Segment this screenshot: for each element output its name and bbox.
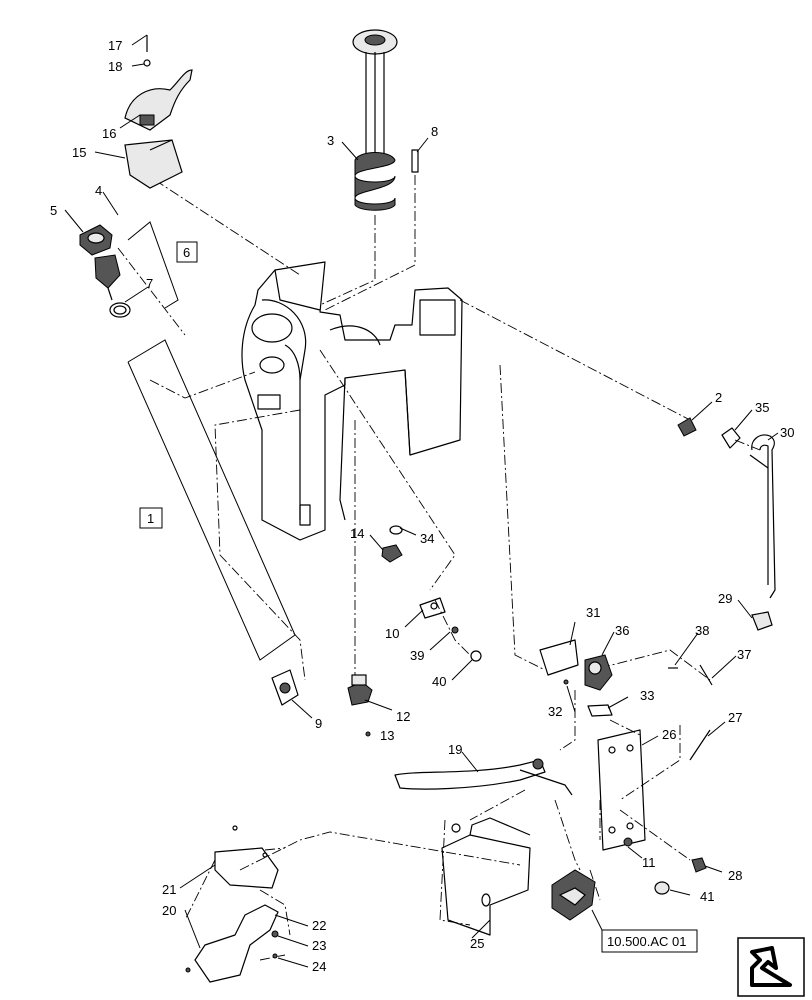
callout-33[interactable]: 33	[640, 688, 654, 703]
bolt-11-part	[623, 837, 633, 847]
nuts-28-41-part	[654, 857, 707, 895]
callout-41[interactable]: 41	[700, 889, 714, 904]
callout-24[interactable]: 24	[312, 959, 326, 974]
callout-26[interactable]: 26	[662, 727, 676, 742]
callout-39[interactable]: 39	[410, 648, 424, 663]
handle-part	[124, 35, 193, 131]
callout-34[interactable]: 34	[420, 531, 434, 546]
callout-13[interactable]: 13	[380, 728, 394, 743]
bracket-10-part	[419, 597, 482, 662]
bracket-20-part	[185, 904, 279, 983]
callout-6[interactable]: 6	[183, 245, 190, 260]
strap-33-part	[587, 704, 613, 717]
spring-shaft-part	[352, 29, 398, 211]
reference-box	[601, 929, 698, 953]
arrow-icon[interactable]	[737, 937, 805, 997]
callout-2[interactable]: 2	[715, 390, 722, 405]
callout-1[interactable]: 1	[147, 511, 154, 526]
callout-37[interactable]: 37	[737, 647, 751, 662]
block-part	[124, 139, 183, 189]
callout-14[interactable]: 14	[350, 526, 364, 541]
cover-25-part	[441, 817, 531, 936]
callout-12[interactable]: 12	[396, 709, 410, 724]
group-bracket-1	[127, 339, 296, 661]
callout-4[interactable]: 4	[95, 183, 102, 198]
callout-27[interactable]: 27	[728, 710, 742, 725]
leader-lines	[64, 34, 779, 968]
small-spring-part	[677, 417, 697, 437]
callout-31[interactable]: 31	[586, 605, 600, 620]
plate-9-part	[271, 669, 299, 706]
callout-28[interactable]: 28	[728, 868, 742, 883]
callout-29[interactable]: 29	[718, 591, 732, 606]
linkage-arm-part	[394, 758, 573, 796]
tube-part	[749, 434, 776, 631]
callout-20[interactable]: 20	[162, 903, 176, 918]
callout-box-1	[139, 507, 163, 529]
group-bracket-6	[127, 221, 179, 309]
callout-5[interactable]: 5	[50, 203, 57, 218]
callout-40[interactable]: 40	[432, 674, 446, 689]
callout-11[interactable]: 11	[642, 855, 656, 870]
callout-35[interactable]: 35	[755, 400, 769, 415]
callout-3[interactable]: 3	[327, 133, 334, 148]
callout-15[interactable]: 15	[72, 145, 86, 160]
callout-17[interactable]: 17	[108, 38, 122, 53]
callout-25[interactable]: 25	[470, 936, 484, 951]
reference-label[interactable]: 10.500.AC 01	[607, 934, 687, 949]
mounting-plate-part	[597, 729, 711, 851]
callout-30[interactable]: 30	[780, 425, 794, 440]
callout-22[interactable]: 22	[312, 918, 326, 933]
knob-part	[79, 224, 131, 318]
callout-16[interactable]: 16	[102, 126, 116, 141]
valve-bracket-part	[539, 639, 713, 691]
switch-part	[347, 674, 373, 737]
callout-18[interactable]: 18	[108, 59, 122, 74]
callout-19[interactable]: 19	[448, 742, 462, 757]
callout-box-6	[176, 241, 198, 263]
callout-labels: 17 18 16 15 4 5 6 7 3 8 1 2 35 30 14 34 …	[50, 38, 794, 974]
bracket-21-part	[214, 825, 279, 889]
callout-32[interactable]: 32	[548, 704, 562, 719]
callout-9[interactable]: 9	[315, 716, 322, 731]
console-body	[241, 261, 463, 541]
callout-7[interactable]: 7	[146, 276, 153, 291]
callout-8[interactable]: 8	[431, 124, 438, 139]
nut-part	[381, 525, 403, 563]
callout-23[interactable]: 23	[312, 938, 326, 953]
callout-36[interactable]: 36	[615, 623, 629, 638]
pin-part	[411, 149, 419, 173]
fitting-part	[721, 427, 741, 449]
callout-38[interactable]: 38	[695, 623, 709, 638]
callout-21[interactable]: 21	[162, 882, 176, 897]
assembly-lines	[117, 175, 761, 961]
valve-assembly-part	[551, 869, 596, 921]
callout-10[interactable]: 10	[385, 626, 399, 641]
